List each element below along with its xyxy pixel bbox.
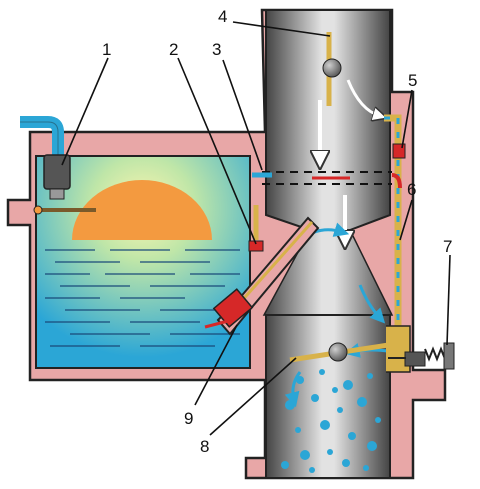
idle-mixture-screw bbox=[388, 342, 455, 370]
callout-7: 7 bbox=[443, 237, 452, 256]
idle-passage bbox=[384, 114, 411, 373]
callout-2: 2 bbox=[169, 40, 178, 59]
callout-8: 8 bbox=[200, 437, 209, 456]
callout-3: 3 bbox=[212, 40, 221, 59]
main-jet-emulsion-tube bbox=[204, 172, 320, 336]
fuel-ripples bbox=[45, 249, 240, 347]
choke-valve bbox=[322, 32, 342, 106]
float bbox=[72, 180, 212, 240]
air-bore bbox=[262, 9, 396, 479]
throttle-valve bbox=[289, 341, 396, 363]
callout-9: 9 bbox=[184, 409, 193, 428]
callout-4: 4 bbox=[218, 7, 227, 26]
callout-6: 6 bbox=[407, 180, 416, 199]
float-chamber bbox=[35, 155, 251, 369]
leader-lines bbox=[61, 21, 451, 436]
fuel-mist bbox=[281, 369, 381, 473]
callout-5: 5 bbox=[408, 71, 417, 90]
callout-1: 1 bbox=[102, 40, 111, 59]
callout-labels: 1 2 3 4 5 6 7 8 9 bbox=[102, 7, 452, 456]
fuel-inlet-needle-valve bbox=[20, 116, 96, 215]
